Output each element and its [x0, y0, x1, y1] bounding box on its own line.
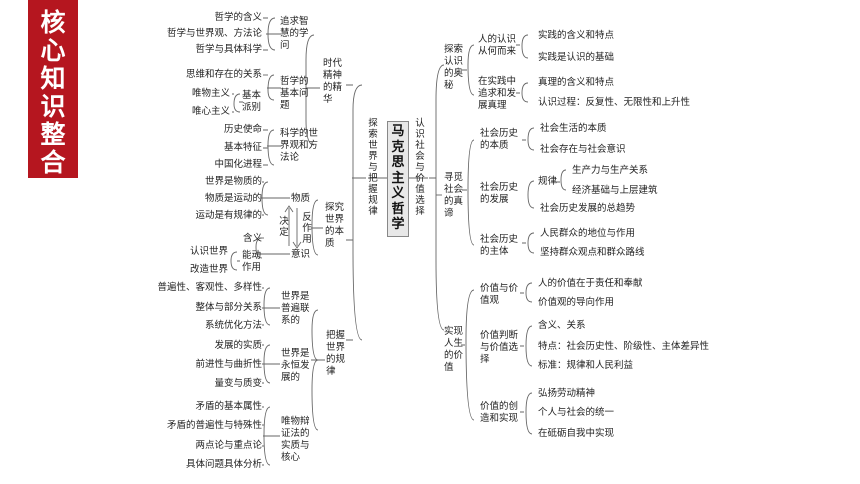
banner-char: 整: [40, 120, 66, 149]
leaf-item: 世界是物质的: [204, 176, 262, 187]
leaf-item: 社会存在与社会意识: [540, 144, 626, 155]
leaf-item: 矛盾的基本属性: [195, 401, 262, 412]
leaf-item: 唯物主义: [191, 88, 230, 99]
leaf-item: 唯心主义: [191, 106, 230, 117]
leaf-item: 真理的含义和特点: [538, 77, 615, 88]
sub-title: 世界是普遍联系的: [281, 291, 310, 326]
leaf-item: 整体与部分关系: [195, 302, 262, 313]
sub-title: 社会历史的发展: [480, 182, 519, 205]
leaf-item: 量变与质变: [214, 378, 262, 389]
leaf-item: 运动是有规律的: [195, 210, 262, 221]
leaf-item: 标准：规律和人民利益: [538, 360, 634, 371]
leaf-item: 哲学与世界观、方法论: [166, 28, 262, 39]
mid-node: 基本派别: [242, 90, 262, 113]
sub-title: 追求智慧的学问: [280, 16, 309, 51]
leaf-item: 坚持群众观点和群众路线: [540, 247, 645, 258]
decides-label: 决定: [279, 216, 289, 238]
leaf-item: 实践是认识的基础: [538, 52, 615, 63]
branch-title: 时代精神的精华: [323, 58, 343, 105]
leaf-item: 弘扬劳动精神: [538, 388, 596, 399]
leaf-item: 含义: [242, 233, 262, 244]
sub-title: 人的认识从何而来: [478, 34, 517, 57]
leaf-item: 经济基础与上层建筑: [572, 185, 658, 196]
leaf-item: 特点：社会历史性、阶级性、主体差异性: [538, 341, 710, 352]
sub-title: 哲学的基本问题: [280, 76, 309, 111]
leaf-item: 含义、关系: [538, 320, 586, 331]
leaf-item: 哲学与具体科学: [195, 44, 262, 55]
leaf-item: 中国化进程: [214, 159, 262, 170]
sub-title: 价值判断与价值选择: [480, 330, 519, 365]
sub-title: 价值的创造和实现: [480, 401, 519, 424]
branch-title: 探索认识的奥秘: [444, 44, 464, 91]
leaf-item: 历史使命: [223, 124, 262, 135]
branch-title: 寻觅社会的真谛: [444, 172, 464, 219]
banner-char: 知: [40, 64, 66, 93]
sub-title: 世界是永恒发展的: [281, 348, 310, 383]
leaf-item: 系统优化方法: [204, 320, 262, 331]
matter-node: 物质: [291, 193, 311, 204]
leaf-item: 人的价值在于责任和奉献: [538, 278, 643, 289]
mid-node: 能动作用: [242, 250, 262, 273]
leaf-item: 社会生活的本质: [540, 123, 607, 134]
central-title: 马克思主义哲学: [391, 124, 405, 232]
leaf-item: 前进性与曲折性: [195, 359, 262, 370]
leaf-item: 人民群众的地位与作用: [540, 228, 636, 239]
leaf-item: 基本特征: [223, 142, 262, 153]
leaf-item: 社会历史发展的总趋势: [540, 203, 636, 214]
leaf-item: 改造世界: [189, 264, 228, 275]
branch-title: 把握世界的规律: [326, 330, 346, 377]
side-banner: 核 心 知 识 整 合: [28, 0, 78, 178]
leaf-item: 生产力与生产关系: [572, 165, 649, 176]
sub-title: 社会历史的主体: [480, 234, 519, 257]
leaf-item: 认识世界: [189, 246, 228, 257]
leaf-item: 两点论与重点论: [195, 440, 262, 451]
leaf-item: 发展的实质: [214, 340, 262, 351]
left-main-title: 探索世界与把握规律: [368, 118, 378, 217]
branch-title: 探究世界的本质: [325, 202, 345, 249]
leaf-item: 认识过程：反复性、无限性和上升性: [538, 97, 691, 108]
leaf-item: 实践的含义和特点: [538, 30, 615, 41]
leaf-item: 在砥砺自我中实现: [538, 428, 615, 439]
leaf-item: 具体问题具体分析: [185, 459, 262, 470]
leaf-item: 物质是运动的: [204, 193, 262, 204]
central-box: [387, 121, 409, 237]
leaf-item: 普遍性、客观性、多样性: [157, 282, 262, 293]
banner-char: 识: [40, 92, 66, 121]
right-main-title: 认识社会与价值选择: [415, 118, 425, 217]
banner-char: 心: [40, 36, 66, 65]
leaf-item: 价值观的导向作用: [538, 297, 615, 308]
consciousness-node: 意识: [291, 249, 311, 260]
leaf-item: 个人与社会的统一: [538, 407, 615, 418]
branch-title: 实现人生的价值: [444, 326, 464, 373]
sub-title: 价值与价值观: [480, 283, 519, 306]
leaf-item: 矛盾的普遍性与特殊性: [166, 420, 262, 431]
sub-title: 唯物辩证法的实质与核心: [281, 416, 310, 463]
reacts-label: 反作用: [302, 212, 312, 245]
banner-char: 合: [40, 148, 66, 177]
sub-title: 在实践中追求和发展真理: [478, 76, 517, 111]
sub-title: 社会历史的本质: [480, 128, 519, 151]
mid-node: 规律: [538, 176, 558, 187]
leaf-item: 思维和存在的关系: [185, 69, 262, 80]
leaf-item: 哲学的含义: [214, 12, 262, 23]
sub-title: 科学的世界观和方法论: [280, 128, 319, 163]
banner-char: 核: [40, 8, 66, 37]
